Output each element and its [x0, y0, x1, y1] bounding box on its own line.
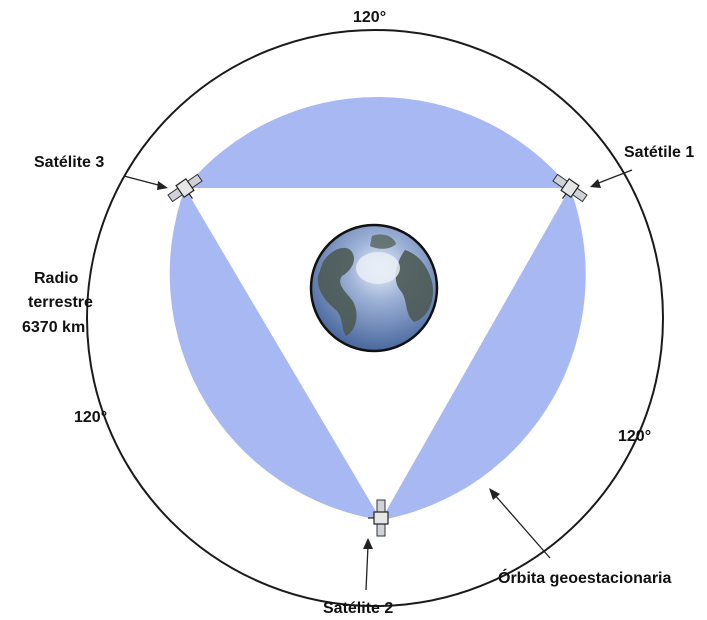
radius-label-line2: terrestre	[28, 294, 93, 311]
satellite-2-icon	[368, 499, 389, 537]
orbit-label: Órbita geoestacionaria	[498, 568, 671, 587]
coverage-sector-top	[185, 96, 570, 188]
angle-label-top: 120°	[353, 9, 386, 26]
radius-label-line1: Radio	[34, 270, 79, 287]
radius-label-line3: 6370 km	[22, 319, 85, 336]
satellite-2-label: Satélite 2	[323, 600, 393, 617]
arrow-satellite-2	[363, 538, 373, 591]
satellite-1-icon	[552, 173, 588, 203]
landmass-greenland	[370, 234, 396, 249]
satellite-3-label: Satélite 3	[34, 154, 104, 171]
satellite-3-icon	[167, 173, 203, 203]
angle-label-right: 120°	[618, 428, 651, 445]
coverage-sector-left	[169, 188, 381, 520]
landmass-americas	[317, 247, 357, 336]
arrow-satellite-3	[123, 175, 168, 190]
earth	[309, 223, 439, 353]
satellite-1-label: Satétile 1	[624, 144, 694, 161]
landmass-europe-africa	[395, 250, 434, 322]
arrow-satellite-1	[590, 169, 633, 188]
polar-ice	[356, 252, 400, 284]
coverage-sector-right	[381, 188, 586, 520]
angle-label-left: 120°	[74, 409, 107, 426]
geostationary-orbit	[86, 29, 664, 607]
arrow-orbit	[489, 488, 551, 559]
